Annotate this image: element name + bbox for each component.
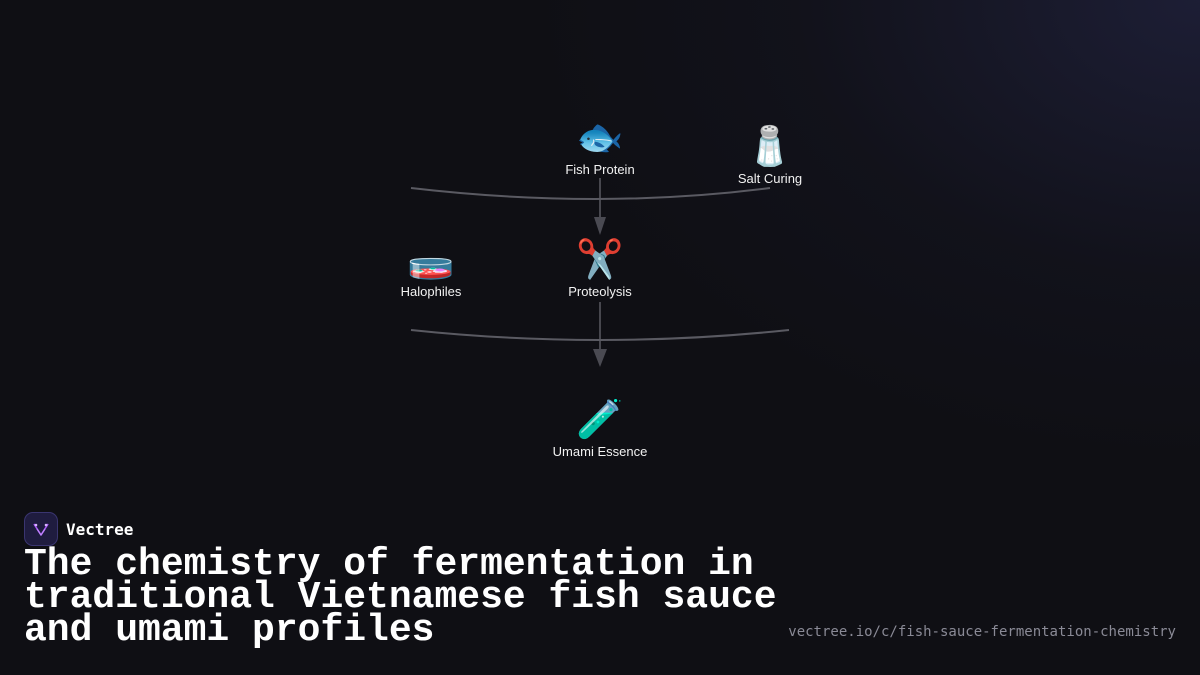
arrowhead-umami <box>593 349 607 367</box>
node-label: Proteolysis <box>568 284 632 299</box>
brand: Vectree <box>24 512 133 546</box>
arrowhead-proteolysis <box>594 217 606 235</box>
merge-curve-1 <box>410 187 771 200</box>
node-fish-protein[interactable]: 🐟 Fish Protein <box>530 116 670 178</box>
node-halophiles[interactable]: 🧫 Halophiles <box>361 238 501 300</box>
node-umami-essence[interactable]: 🧪 Umami Essence <box>530 398 670 460</box>
scissors-icon: ✂️ <box>576 239 624 281</box>
brand-name: Vectree <box>66 519 134 539</box>
page-url[interactable]: vectree.io/c/fish-sauce-fermentation-che… <box>788 624 1176 640</box>
petri-dish-icon: 🧫 <box>407 239 455 281</box>
node-label: Umami Essence <box>552 444 648 459</box>
node-label: Halophiles <box>400 284 462 299</box>
node-salt-curing[interactable]: 🧂 Salt Curing <box>700 125 840 187</box>
fish-icon: 🐟 <box>576 117 624 159</box>
node-proteolysis[interactable]: ✂️ Proteolysis <box>530 238 670 300</box>
test-tube-icon: 🧪 <box>576 399 624 441</box>
node-label: Fish Protein <box>565 162 635 177</box>
page-title: The chemistry of fermentation in traditi… <box>24 543 777 652</box>
node-label: Salt Curing <box>737 171 803 186</box>
vectree-logo-icon <box>24 512 58 546</box>
salt-shaker-icon: 🧂 <box>746 126 794 168</box>
